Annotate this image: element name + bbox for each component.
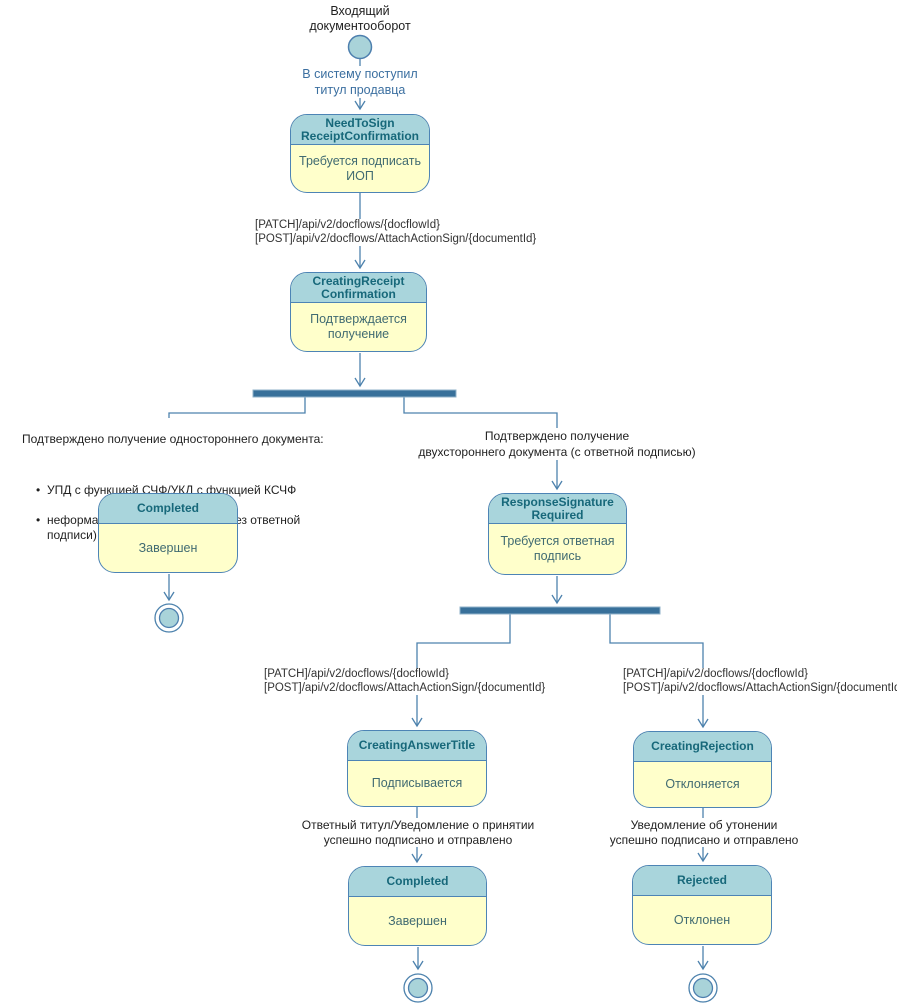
state-rejected-title: Rejected xyxy=(633,866,771,896)
final-state-left xyxy=(154,603,184,633)
state-response-signature-description: Требуется ответная подпись xyxy=(500,534,615,563)
state-rejected-description: Отклонен xyxy=(673,912,731,927)
api-call-label-sign-rejection: [PATCH]/api/v2/docflows/{docflowId} [POS… xyxy=(623,668,897,695)
final-state-middle xyxy=(403,973,433,1003)
state-completed-bottom-description: Завершен xyxy=(388,913,447,928)
state-creating-receipt: CreatingReceipt Confirmation Подтверждае… xyxy=(290,272,427,352)
state-completed-bottom-title: Completed xyxy=(349,867,486,897)
state-completed-bottom: Completed Завершен xyxy=(348,866,487,946)
start-event-label: В систему поступил титул продавца xyxy=(272,66,448,98)
api-call-label-sign-receipt: [PATCH]/api/v2/docflows/{docflowId} [POS… xyxy=(255,219,537,246)
final-state-right xyxy=(688,973,718,1003)
state-response-signature: ResponseSignature Required Требуется отв… xyxy=(488,493,627,575)
state-need-to-sign-description: Требуется подписать ИОП xyxy=(299,153,421,183)
state-creating-rejection-title: CreatingRejection xyxy=(634,732,771,762)
state-creating-receipt-title: CreatingReceipt Confirmation xyxy=(291,273,426,303)
diagram-title: Входящий документооборот xyxy=(258,4,462,34)
fork-bar-1 xyxy=(252,389,457,398)
state-need-to-sign: NeedToSign ReceiptConfirmation Требуется… xyxy=(290,114,430,193)
answer-signed-label: Ответный титул/Уведомление о принятии ус… xyxy=(287,818,549,847)
state-response-signature-title: ResponseSignature Required xyxy=(489,494,626,524)
state-completed-left-description: Завершен xyxy=(138,540,198,555)
state-creating-rejection: CreatingRejection Отклоняется xyxy=(633,731,772,808)
state-completed-left: Completed Завершен xyxy=(98,493,238,573)
state-creating-answer: CreatingAnswerTitle Подписывается xyxy=(347,730,487,807)
rejection-signed-label: Уведомление об утонении успешно подписан… xyxy=(573,818,835,847)
two-sided-branch-label: Подтверждено получение двухстороннего до… xyxy=(407,428,707,460)
state-creating-answer-title: CreatingAnswerTitle xyxy=(348,731,486,761)
one-sided-branch-header: Подтверждено получение одностороннего до… xyxy=(22,432,324,446)
state-creating-answer-description: Подписывается xyxy=(371,776,463,790)
state-rejected: Rejected Отклонен xyxy=(632,865,772,945)
start-state-circle xyxy=(347,34,373,60)
state-completed-left-title: Completed xyxy=(99,494,237,524)
api-call-label-sign-answer: [PATCH]/api/v2/docflows/{docflowId} [POS… xyxy=(264,668,546,695)
state-creating-receipt-description: Подтверждается получение xyxy=(310,312,407,341)
state-creating-rejection-description: Отклоняется xyxy=(665,777,740,791)
fork-bar-2 xyxy=(459,606,661,615)
state-need-to-sign-title: NeedToSign ReceiptConfirmation xyxy=(291,115,429,145)
